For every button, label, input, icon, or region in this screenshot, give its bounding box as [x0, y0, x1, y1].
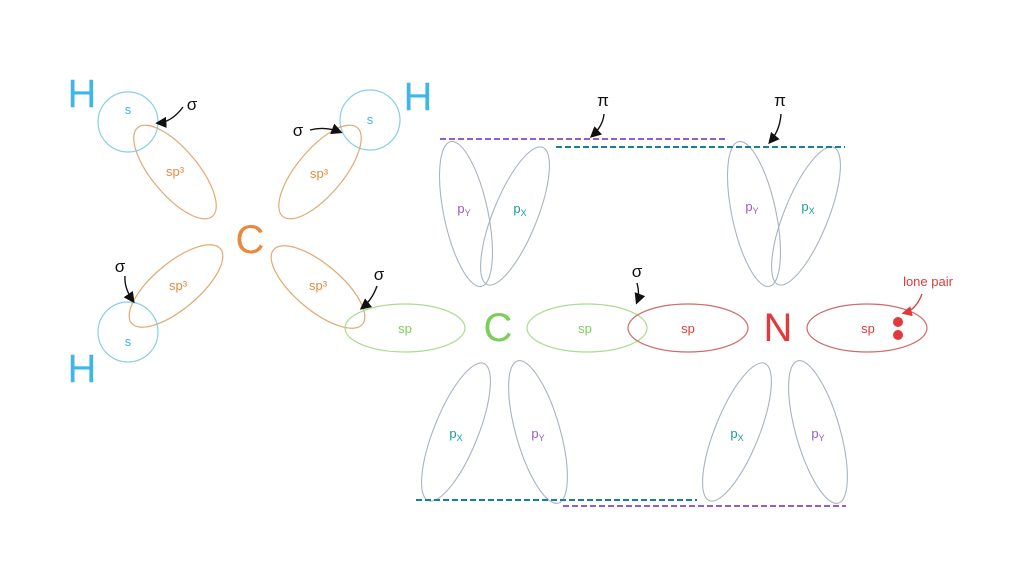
- px-orbital-nitrogen-top: [771, 146, 841, 286]
- pi-arrow: [589, 113, 605, 138]
- py-orbital-carbon-top: [438, 140, 494, 288]
- atom-c-sp: C: [484, 306, 513, 350]
- px-orbital-label: pX: [449, 426, 462, 443]
- atom-n: N: [764, 306, 793, 350]
- atom-c-sp3: C: [236, 218, 265, 262]
- py-orbital-carbon-bottom: [508, 360, 568, 504]
- pi-label: π: [597, 91, 609, 110]
- sigma-label: σ: [632, 262, 643, 281]
- s-orbital-label: s: [367, 112, 374, 127]
- sigma-arrow: [634, 282, 646, 305]
- sp3-orbital-top-left: [133, 124, 217, 220]
- sigma-arrow: [155, 106, 184, 128]
- px-orbital-carbon-top: [480, 146, 550, 286]
- s-orbital-label: s: [125, 334, 132, 349]
- sp-orbital-label: sp: [398, 321, 412, 336]
- atom-h-top-left: H: [68, 72, 97, 116]
- sp3-orbital-bottom-left: [128, 244, 224, 328]
- sigma-arrow: [309, 123, 343, 135]
- sigma-label: σ: [115, 257, 126, 276]
- px-orbital-label: pX: [801, 199, 814, 216]
- py-orbital-nitrogen-top: [726, 140, 782, 288]
- atom-h-top-right: H: [404, 75, 433, 119]
- px-orbital-label: pX: [730, 426, 743, 443]
- lone-pair-label: lone pair: [903, 274, 954, 289]
- sigma-label: σ: [187, 95, 198, 114]
- sp-orbital-label: sp: [681, 321, 695, 336]
- sigma-label: σ: [293, 121, 304, 140]
- px-orbital-nitrogen-bottom: [702, 362, 772, 502]
- pi-arrow: [768, 113, 782, 145]
- px-orbital-label: pX: [513, 201, 526, 218]
- lone-pair-electron: [893, 330, 903, 340]
- s-orbital-h-bottom-left: [97, 301, 159, 363]
- sp3-orbital-top-right: [278, 124, 362, 220]
- sp3-orbital-label: sp³: [166, 164, 185, 179]
- atom-h-bottom-left: H: [68, 347, 97, 391]
- sp3-orbital-label: sp³: [310, 166, 329, 181]
- py-orbital-label: pY: [811, 426, 824, 443]
- lone-pair-electron: [893, 317, 903, 327]
- sp-orbital-label: sp: [861, 321, 875, 336]
- s-orbital-h-top-left: [97, 91, 159, 153]
- sp3-orbital-bottom-right: [270, 245, 366, 329]
- s-orbital-label: s: [125, 102, 132, 117]
- s-orbital-h-top-right: [339, 89, 401, 151]
- pi-label: π: [774, 91, 786, 110]
- py-orbital-label: pY: [745, 199, 758, 216]
- sigma-label: σ: [374, 265, 385, 284]
- lone-pair-arrow: [901, 293, 923, 317]
- sp-orbital-carbon-left: [344, 303, 466, 353]
- sigma-arrow: [123, 275, 135, 304]
- sp-orbital-nitrogen-left: [627, 303, 749, 353]
- sp-orbital-carbon-right: [526, 303, 648, 353]
- sp3-orbital-label: sp³: [169, 278, 188, 293]
- py-orbital-nitrogen-bottom: [788, 360, 848, 504]
- sp-orbital-label: sp: [578, 321, 592, 336]
- py-orbital-label: pY: [531, 426, 544, 443]
- sp-orbital-nitrogen-right: [806, 303, 928, 353]
- sp3-orbital-label: sp³: [309, 278, 328, 293]
- sigma-arrow: [359, 285, 378, 310]
- py-orbital-label: pY: [457, 201, 470, 218]
